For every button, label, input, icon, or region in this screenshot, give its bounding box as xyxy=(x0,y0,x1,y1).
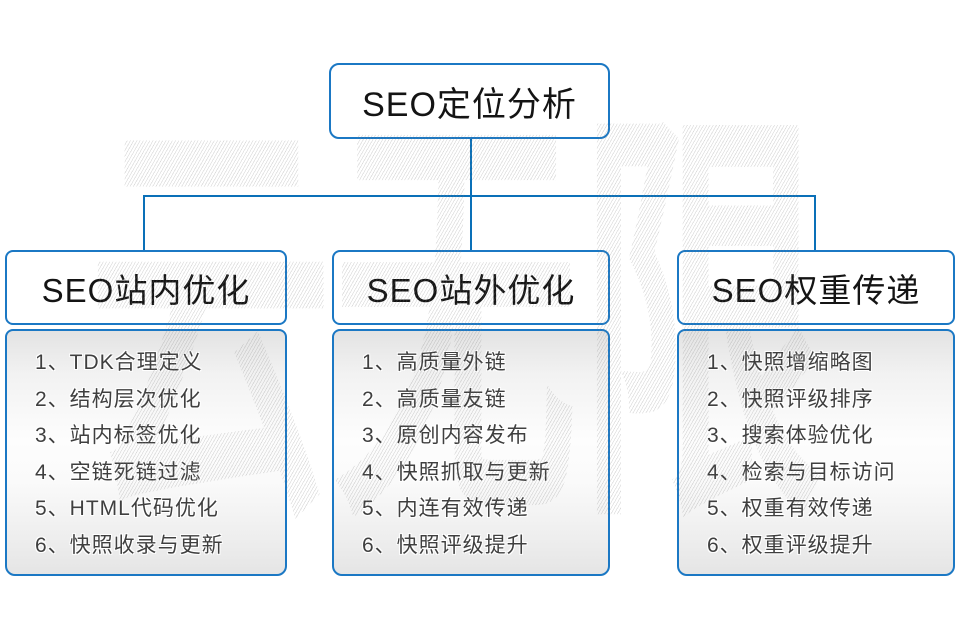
list-item: 3、站内标签优化 xyxy=(35,424,202,447)
list-item: 5、HTML代码优化 xyxy=(35,497,219,520)
branch-node-label: SEO权重传递 xyxy=(711,271,921,309)
list-item: 3、原创内容发布 xyxy=(362,424,529,447)
list-item: 3、搜索体验优化 xyxy=(707,424,874,447)
root-node-label: SEO定位分析 xyxy=(362,85,577,124)
branch-panel-weight-transfer: 1、快照增缩略图 2、快照评级排序 3、搜索体验优化 4、检索与目标访问 5、权… xyxy=(677,329,955,576)
list-item: 2、快照评级排序 xyxy=(707,387,874,411)
branch-node-label: SEO站内优化 xyxy=(41,271,251,309)
list-item: 5、内连有效传递 xyxy=(362,497,529,520)
root-node-seo-positioning: SEO定位分析 xyxy=(329,63,610,139)
connector-root-trunk xyxy=(470,139,472,197)
branch-panel-offsite: 1、高质量外链 2、高质量友链 3、原创内容发布 4、快照抓取与更新 5、内连有… xyxy=(332,329,610,576)
list-item: 6、权重评级提升 xyxy=(707,533,874,557)
connector-drop-left xyxy=(143,195,145,252)
branch-node-offsite: SEO站外优化 xyxy=(332,250,610,325)
list-item: 1、高质量外链 xyxy=(362,351,507,374)
list-item: 4、快照抓取与更新 xyxy=(362,460,551,484)
list-item: 6、快照评级提升 xyxy=(362,533,529,557)
list-item: 2、高质量友链 xyxy=(362,387,507,411)
list-item: 6、快照收录与更新 xyxy=(35,533,224,557)
connector-drop-middle xyxy=(470,195,472,252)
list-item: 1、快照增缩略图 xyxy=(707,351,874,374)
connector-drop-right xyxy=(814,195,816,252)
list-item: 2、结构层次优化 xyxy=(35,387,202,411)
branch-node-weight-transfer: SEO权重传递 xyxy=(677,250,955,325)
connector-horizontal-rail xyxy=(143,195,816,197)
list-item: 5、权重有效传递 xyxy=(707,497,874,520)
list-item: 1、TDK合理定义 xyxy=(35,351,203,374)
branch-node-onsite: SEO站内优化 xyxy=(5,250,287,325)
list-item: 4、检索与目标访问 xyxy=(707,460,896,484)
branch-panel-onsite: 1、TDK合理定义 2、结构层次优化 3、站内标签优化 4、空链死链过滤 5、H… xyxy=(5,329,287,576)
list-item: 4、空链死链过滤 xyxy=(35,460,202,484)
branch-node-label: SEO站外优化 xyxy=(366,271,576,309)
